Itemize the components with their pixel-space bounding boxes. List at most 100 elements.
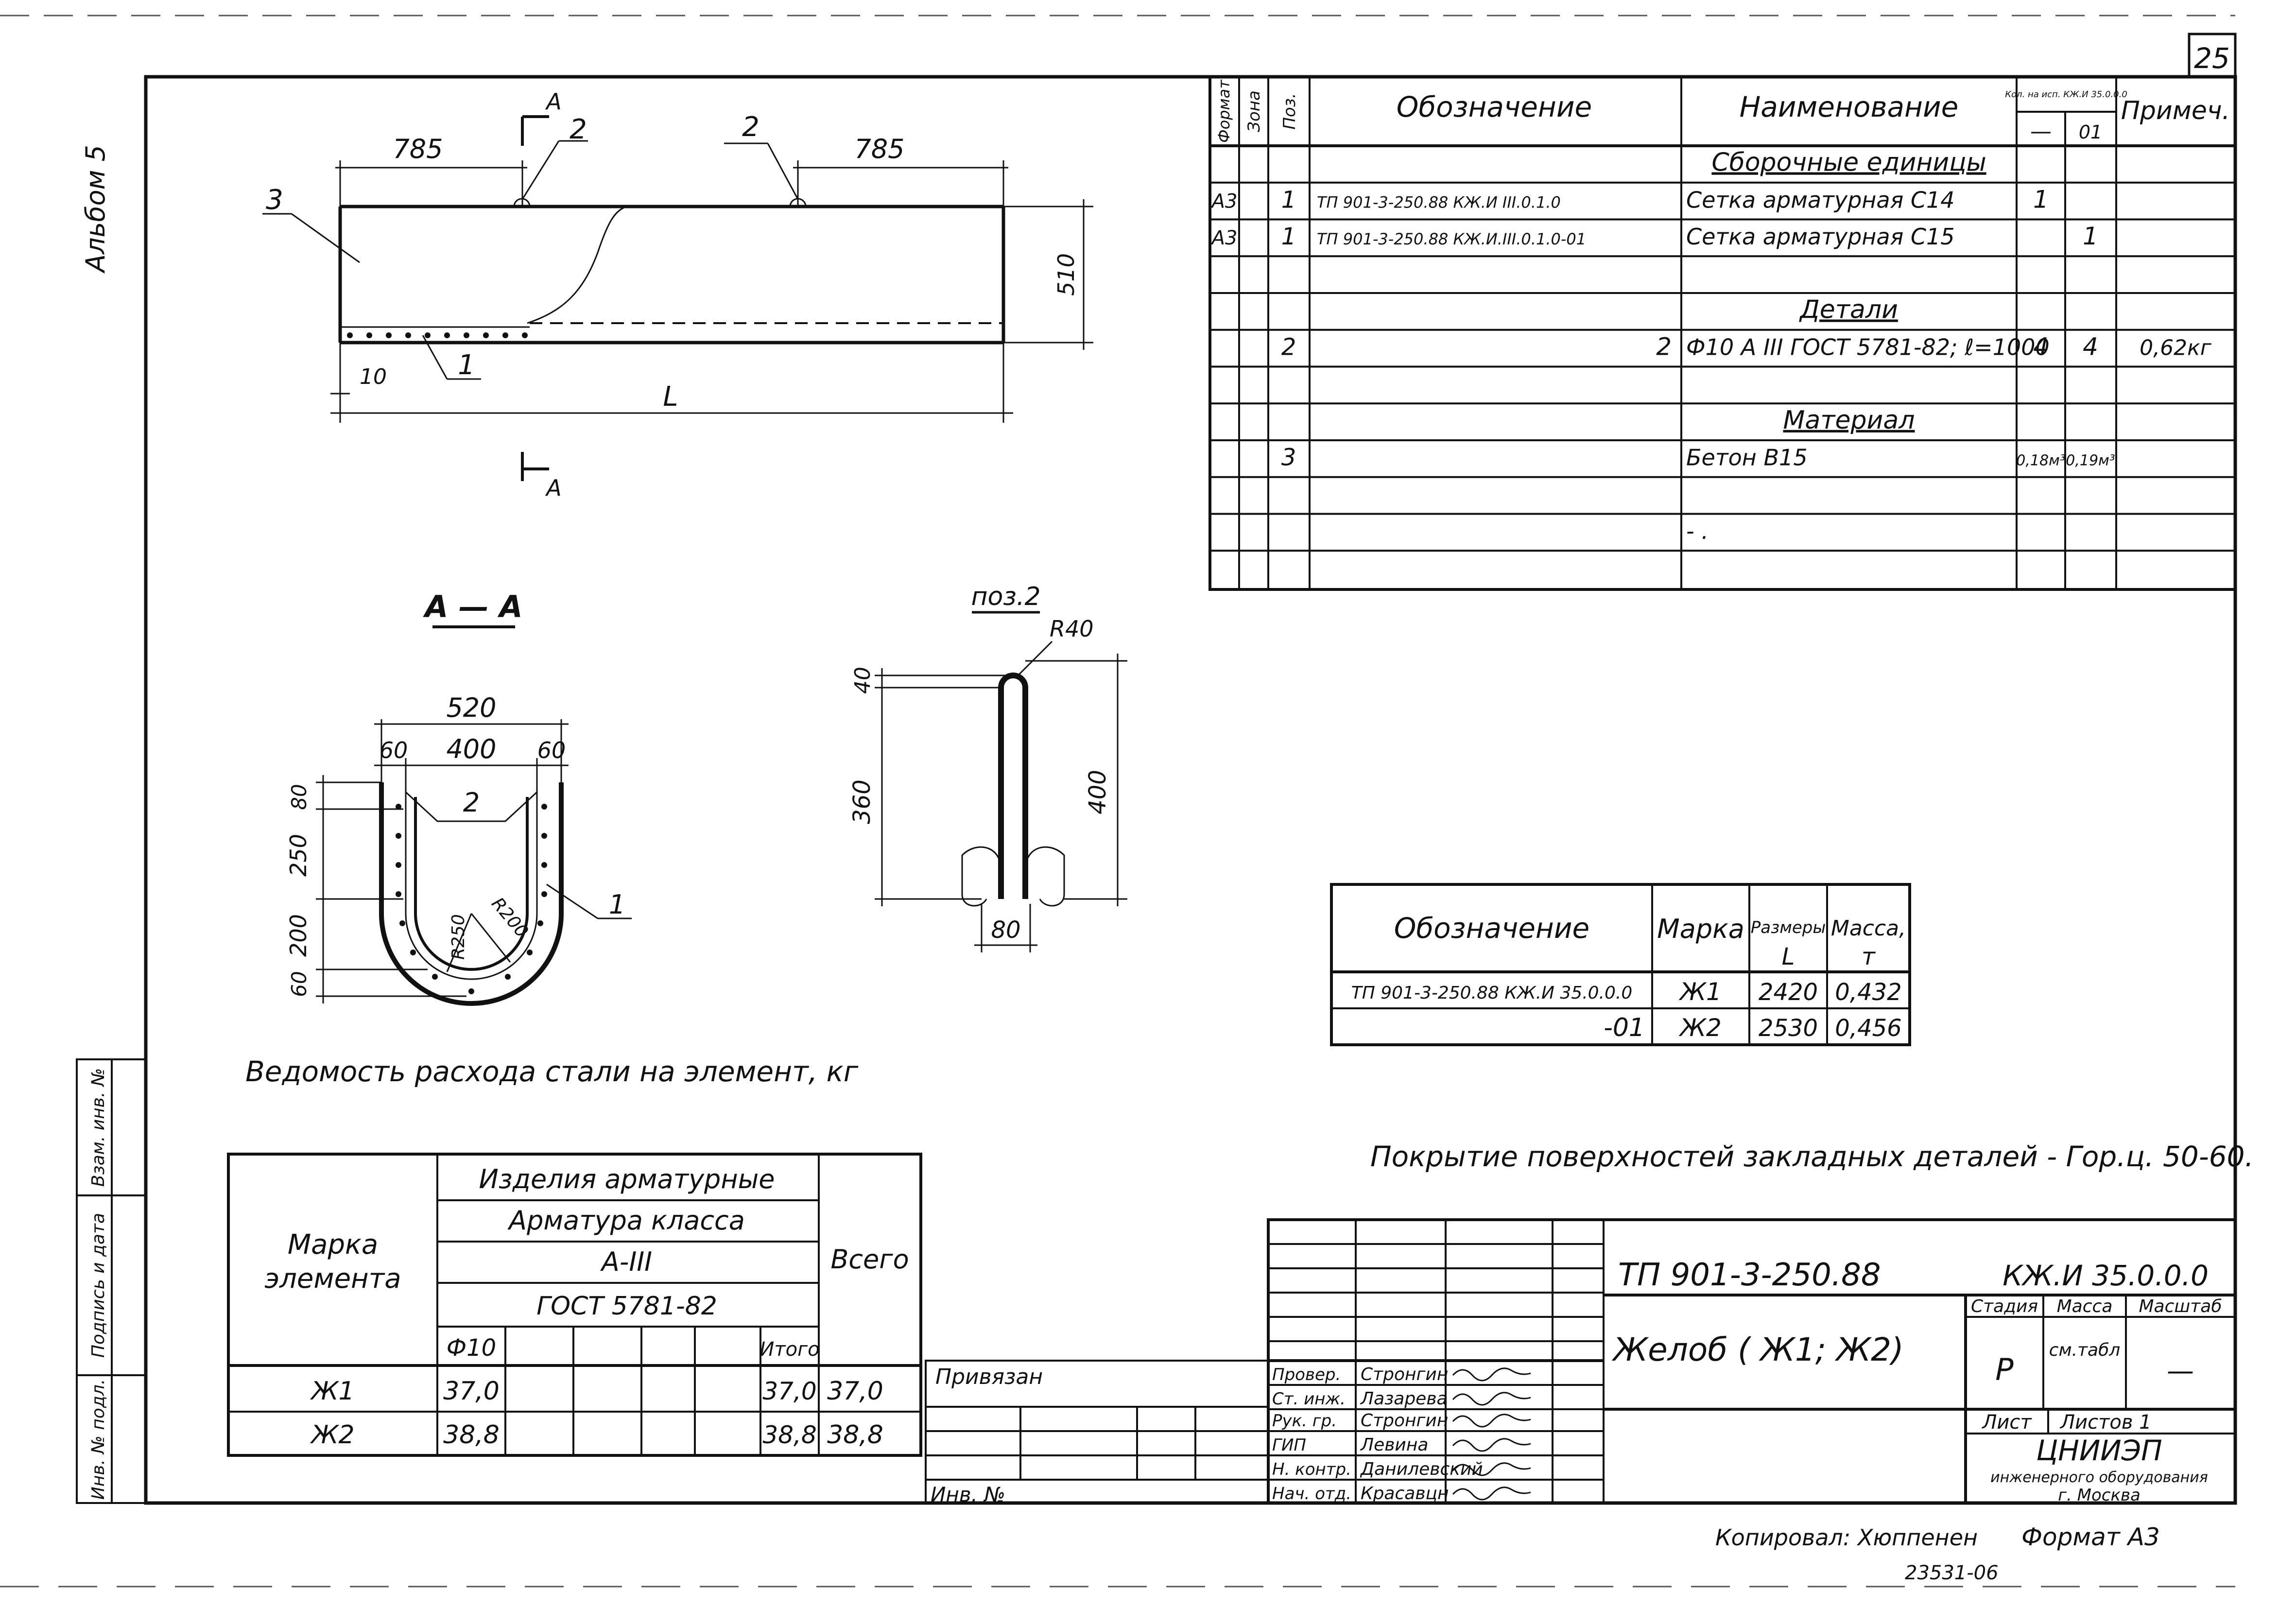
main-pos-1: 1 [458,349,475,381]
steel-r2-itogo: 38,8 [762,1421,816,1449]
tb-person: Стронгин [1361,1411,1448,1431]
tb-inv: Инв. № [931,1483,1005,1506]
tb-scale-h: Масштаб [2139,1296,2222,1316]
spec-row-format: А3 [1210,190,1238,212]
aa-w-60-left: 60 [380,737,408,763]
coating-note: Покрытие поверхностей закладных деталей … [1370,1140,2254,1173]
mark-r2-mass: 0,456 [1835,1015,1901,1042]
signature-mark [1452,1438,1531,1452]
steel-h-izd: Изделия арматурные [479,1164,775,1194]
mark-h-size: Размеры [1751,918,1826,937]
aa-r-250: R250 [449,914,468,960]
mark-r1-designation: ТП 901-3-250.88 КЖ.И 35.0.0.0 [1351,983,1633,1003]
mark-h-mark: Марка [1657,914,1744,944]
mark-r2-designation: -01 [1604,1013,1645,1042]
main-view: 785 785 2 2 A A 3 1 510 [262,88,1093,501]
tb-mass-h: Масса [2057,1296,2113,1316]
side-podpis: Подпись и дата [88,1213,108,1358]
page-number: 25 [2194,42,2230,75]
spec-h-qty: Кол. на исп. КЖ.И 35.0.0.0 [2005,89,2127,100]
tb-role: Ст. инж. [1272,1389,1346,1409]
main-pos-3: 3 [266,184,283,216]
tb-role: ГИП [1272,1435,1306,1455]
spec-table: Формат Зона Поз. Обозначение Наименовани… [1208,75,2237,591]
pos2-h-360: 360 [848,779,876,824]
spec-h-qty-b: 01 [2079,121,2102,143]
spec-h-zone: Зона [1244,90,1264,132]
dim-785-right: 785 [854,134,904,164]
tb-person: Лазарева [1360,1389,1448,1409]
dim-10: 10 [360,364,387,389]
tb-sheet: Лист [1981,1411,2032,1434]
spec-h-name: Наименование [1740,90,1959,123]
dim-L: L [663,381,678,413]
spec-row-name: Сетка арматурная С14 [1686,187,1955,213]
spec-row-pos: 1 [1281,223,1296,250]
spec-row-note: 0,62кг [2140,335,2212,360]
spec-row-name: Сборочные единицы [1711,148,1986,177]
tb-mass: см.табл [2049,1340,2121,1360]
steel-r1-total: 37,0 [827,1377,883,1406]
spec-row-q2: 1 [2083,222,2098,250]
spec-h-qty-a: — [2030,119,2052,144]
side-vzam: Взам. инв. № [88,1068,108,1187]
signature-mark [1452,1414,1531,1428]
pos2-r40: R40 [1050,616,1094,642]
spec-row-name: Детали [1799,295,1898,325]
mark-r1-mass: 0,432 [1835,979,1901,1006]
steel-h-a3: А-III [600,1246,652,1277]
side-stamp: Инв. № подл. Подпись и дата Взам. инв. № [76,1058,147,1504]
aa-h-60: 60 [287,971,311,997]
spec-row-format: А3 [1210,227,1238,249]
tb-stage: Р [1995,1352,2014,1387]
mark-h-size-sub: L [1782,943,1795,970]
spec-h-format: Формат [1215,79,1233,143]
section-aa: А — А 520 60 400 60 2 [285,589,632,1006]
dim-785-left: 785 [393,134,443,164]
aa-w-400: 400 [446,734,496,764]
steel-r2-phi: 38,8 [443,1420,500,1450]
spec-row-pos: 2 [1281,333,1296,361]
spec-row-pos: 3 [1281,444,1296,471]
steel-r2-total: 38,8 [827,1420,883,1450]
pos2-w-80: 80 [991,916,1020,944]
aa-h-80: 80 [287,784,311,810]
steel-h-total: Всего [830,1244,909,1275]
tb-person: Красавцн [1361,1484,1449,1503]
side-inv-podl: Инв. № подл. [88,1379,108,1500]
tb-person: Данилевский [1360,1459,1483,1479]
main-pos-2-right: 2 [742,111,760,143]
tb-person: Левина [1360,1435,1428,1455]
pos2-title: поз.2 [971,582,1040,611]
format-label: Формат А3 [2021,1523,2160,1551]
mark-h-mass-sub: т [1862,943,1876,970]
aa-w-60-right: 60 [537,737,566,763]
spec-row-name: Материал [1783,406,1915,435]
mark-h-mass: Масса, [1831,916,1906,941]
aa-r-200: R200 [487,894,532,941]
tb-privyazan: Привязан [935,1365,1043,1389]
steel-h-gost: ГОСТ 5781-82 [536,1292,717,1321]
main-pos-2-left: 2 [570,114,587,145]
steel-h-mark-2: элемента [264,1263,401,1295]
spec-h-pos: Поз. [1280,93,1299,129]
tb-doc: КЖ.И 35.0.0.0 [2003,1259,2209,1292]
spec-row-name: Бетон В15 [1686,445,1808,471]
steel-title: Ведомость расхода стали на элемент, кг [245,1055,859,1088]
copied-by: Копировал: Хюппенен [1715,1524,1978,1551]
title-block: Привязан Инв. № ТП 901-3-250.88 КЖ.И 35.… [925,1218,2237,1506]
tb-role: Н. контр. [1272,1460,1351,1479]
mark-r1-size: 2420 [1759,979,1818,1006]
tb-stage-h: Стадия [1971,1296,2038,1316]
spec-h-designation: Обозначение [1397,90,1592,123]
tb-org1: ЦНИИЭП [2036,1434,2162,1467]
section-aa-title: А — А [422,589,522,624]
tb-role: Нач. отд. [1272,1484,1351,1503]
section-mark-top: A [545,88,561,115]
spec-row-name: - . [1686,518,1709,544]
aa-pos-2: 2 [463,787,480,818]
tb-role: Рук. гр. [1272,1411,1337,1431]
mark-h-designation: Обозначение [1394,912,1589,945]
